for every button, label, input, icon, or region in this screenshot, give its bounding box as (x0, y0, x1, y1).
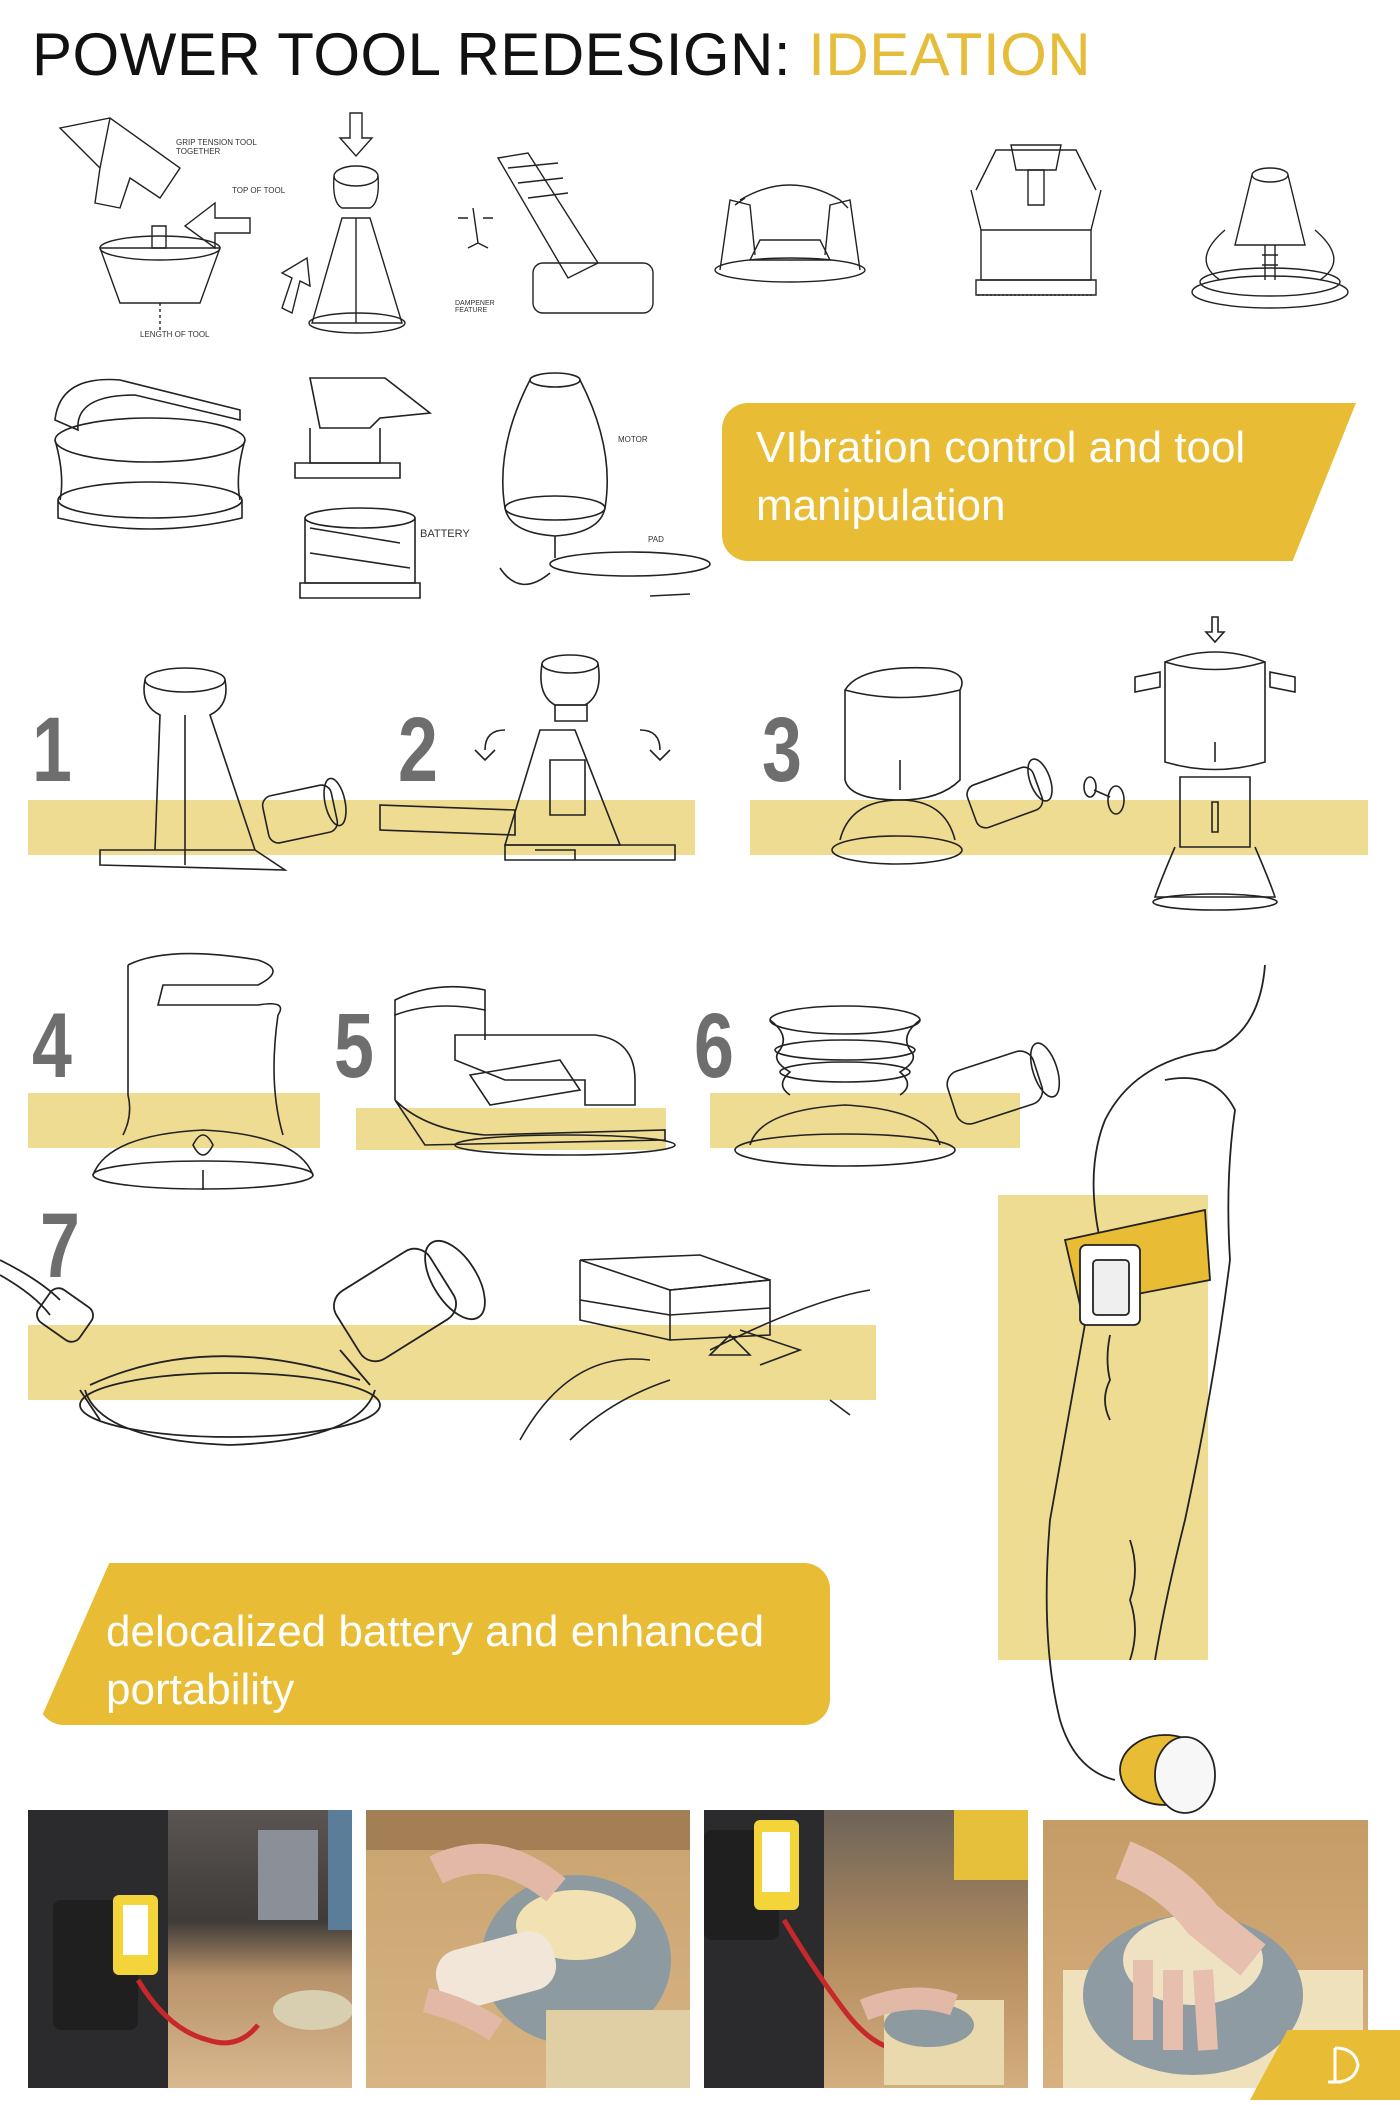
sketch-loop-handle (40, 360, 270, 540)
sketch-handle-dampener (448, 148, 668, 328)
callout-battery-text: delocalized battery and enhanced portabi… (106, 1607, 765, 1714)
sketch-concept-3-exploded (1080, 612, 1320, 922)
concept-number-7: 7 (40, 1195, 80, 1297)
sketch-concept-6 (730, 1000, 1080, 1200)
title-main: POWER TOOL REDESIGN: (32, 21, 792, 88)
sketch-concept-7 (0, 1240, 500, 1460)
sketch-battery-stack (290, 368, 440, 608)
callout-battery: delocalized battery and enhanced portabi… (38, 1563, 830, 1725)
concept-number-4: 4 (32, 995, 72, 1097)
sketch-arm-battery (1015, 960, 1285, 1840)
sketch-cone-twist (262, 108, 422, 338)
label-motor: MOTOR (618, 435, 648, 444)
label-top: TOP OF TOOL (232, 186, 286, 195)
callout-vibration: VIbration control and tool manipulation (722, 403, 1356, 561)
sketch-concept-5 (385, 980, 675, 1180)
sketch-grip-tension (40, 108, 270, 338)
sketch-cup-spring (1180, 150, 1360, 320)
concept-number-6: 6 (694, 995, 734, 1097)
band-row-1b (750, 800, 1368, 855)
page-title: POWER TOOL REDESIGN: IDEATION (32, 20, 1091, 89)
photo-arm-battery-sanding (28, 1810, 352, 2088)
photo-grip-held-by-hand (366, 1810, 690, 2088)
sketch-concept-1 (95, 660, 355, 890)
band-row-2a (28, 1093, 320, 1148)
band-row-1 (28, 800, 695, 855)
label-dampen: DAMPENER FEATURE (455, 300, 495, 314)
label-length: LENGTH OF TOOL (140, 330, 210, 339)
concept-number-1: 1 (32, 699, 72, 801)
sketch-concept-4 (88, 945, 328, 1195)
label-grip: GRIP TENSION TOOL TOGETHER (176, 138, 257, 156)
sketch-clamp-arms (956, 130, 1116, 310)
concept-number-5: 5 (334, 995, 374, 1097)
sketch-rocking-base (700, 160, 880, 290)
logo-mark-icon (1328, 2046, 1360, 2084)
callout-vibration-text: VIbration control and tool manipulation (756, 423, 1246, 530)
label-battery: BATTERY (420, 528, 470, 540)
sketch-concept-7-battery-pack (510, 1240, 880, 1450)
concept-number-3: 3 (762, 699, 802, 801)
title-accent: IDEATION (808, 21, 1092, 88)
photo-arm-battery-use (704, 1810, 1028, 2088)
concept-number-2: 2 (398, 699, 438, 801)
sketch-concept-2 (375, 650, 695, 890)
sketch-motor-pad (490, 368, 720, 618)
label-pad: PAD (648, 535, 664, 544)
sketch-concept-3 (830, 660, 1090, 880)
